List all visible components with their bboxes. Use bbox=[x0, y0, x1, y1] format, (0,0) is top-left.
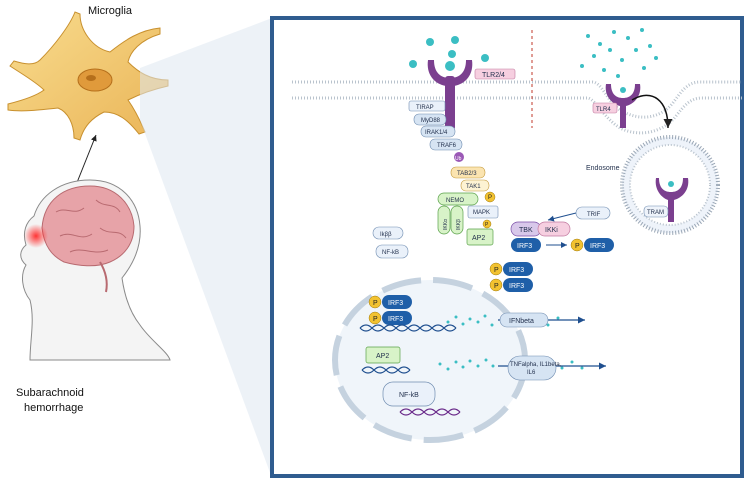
tlr24-label: TLR2/4 bbox=[482, 72, 505, 79]
trif-label: TRIF bbox=[587, 212, 601, 218]
nfkb-box-nucleus bbox=[382, 381, 436, 407]
tbk-label: TBK bbox=[519, 227, 533, 234]
irf3-dimer-2-label: IRF3 bbox=[509, 283, 524, 290]
ap2-label-nucleus: AP2 bbox=[376, 353, 389, 360]
tak1-box bbox=[460, 179, 490, 192]
nfkb-label-nucleus: NF-kB bbox=[399, 392, 419, 399]
ikkb-label: IKKβ bbox=[456, 219, 462, 230]
irf3-dimer-1 bbox=[503, 262, 533, 276]
endosome bbox=[620, 135, 720, 235]
ap2-box-cytoplasm bbox=[466, 228, 494, 246]
ikbb-box bbox=[372, 226, 404, 240]
tnf-label-line2: IL6 bbox=[527, 370, 536, 376]
nfkb-label-cytoplasm: NF-kB bbox=[382, 250, 399, 256]
traf6-label: TRAF6 bbox=[437, 143, 457, 149]
tirap-box bbox=[408, 100, 446, 112]
tlr24-receptor bbox=[427, 60, 473, 130]
tlr24-box bbox=[474, 68, 516, 80]
irf3-nuc-p2 bbox=[368, 311, 382, 325]
tlr4-label: TLR4 bbox=[596, 107, 611, 113]
microglia-cell-icon bbox=[7, 11, 169, 141]
irf3-dimer-1-label: IRF3 bbox=[509, 267, 524, 274]
myd88-box bbox=[413, 113, 447, 126]
tlr4-receptor bbox=[605, 84, 641, 128]
irf3-dimer-p2-label: P bbox=[494, 283, 499, 290]
tlr4-box bbox=[592, 102, 618, 114]
ap2-label-cytoplasm: AP2 bbox=[472, 235, 485, 242]
irf3-nuc-2-label: IRF3 bbox=[388, 316, 403, 323]
sah-label-line2: hemorrhage bbox=[24, 402, 83, 414]
mapk-phospho-label: P bbox=[485, 222, 489, 228]
tak1-phospho bbox=[484, 191, 496, 203]
zoom-cone bbox=[140, 18, 272, 478]
tnf-label-line1: TNFalpha, IL1beta, bbox=[510, 362, 562, 368]
ikki-box bbox=[537, 221, 571, 237]
irf3-label-right: IRF3 bbox=[590, 243, 605, 250]
irf3-nuc-p1 bbox=[368, 295, 382, 309]
ikki-label: IKKi bbox=[545, 227, 558, 234]
tram-box bbox=[643, 205, 669, 218]
irf3-nuc-1 bbox=[382, 295, 412, 309]
dna-strand-ifn bbox=[359, 324, 457, 332]
irf3-box-right bbox=[584, 238, 614, 252]
irf3-dimer-2 bbox=[503, 278, 533, 292]
irf3-phospho-right-label: P bbox=[575, 243, 580, 250]
tnf-box bbox=[507, 355, 557, 381]
nemo-box bbox=[437, 192, 479, 206]
irf3-nuc-1-label: IRF3 bbox=[388, 300, 403, 307]
ikbb-label: Ikββ bbox=[380, 232, 392, 238]
nucleus bbox=[332, 277, 528, 443]
tab23-label: TAB2/3 bbox=[457, 171, 477, 177]
tak1-phospho-label: P bbox=[488, 195, 492, 201]
sah-label-line1: Subarachnoid bbox=[16, 387, 84, 399]
mrna-dots-tnf bbox=[438, 358, 584, 371]
tab23-box bbox=[450, 166, 486, 179]
ikka-label: IKKα bbox=[443, 219, 449, 230]
human-head-icon bbox=[20, 179, 171, 361]
ligands-left bbox=[409, 36, 489, 68]
irf3-nuc-p2-label: P bbox=[373, 316, 378, 323]
mapk-label: MAPK bbox=[473, 210, 490, 216]
ifnbeta-box bbox=[499, 312, 549, 328]
ifnbeta-label: IFNbeta bbox=[509, 318, 534, 325]
endosome-label: Endosome bbox=[586, 165, 620, 172]
tirap-label: TIRAP bbox=[416, 105, 434, 111]
microglia-label: Microglia bbox=[88, 5, 133, 17]
irf3-nuc-2 bbox=[382, 311, 412, 325]
ap2-box-nucleus bbox=[365, 346, 401, 364]
irf3-dimer-p2 bbox=[489, 278, 503, 292]
nemo-label: NEMO bbox=[446, 198, 464, 204]
ub-circle bbox=[454, 152, 464, 162]
irak-box bbox=[420, 125, 456, 138]
irf3-dimer-p1-label: P bbox=[494, 267, 499, 274]
cell-frame bbox=[270, 16, 744, 478]
tak1-label: TAK1 bbox=[466, 184, 481, 190]
irf3-phospho-right bbox=[570, 238, 584, 252]
irf3-label-tbk: IRF3 bbox=[517, 243, 532, 250]
ligands-right bbox=[580, 28, 658, 78]
ikkb-box bbox=[450, 205, 464, 235]
mapk-box bbox=[467, 205, 499, 219]
irak-label: IRAK1/4 bbox=[425, 130, 448, 136]
myd88-label: MyD88 bbox=[421, 118, 441, 124]
dna-strand-tnf bbox=[361, 366, 411, 374]
mapk-phospho bbox=[482, 219, 492, 229]
irf3-dimer-p1 bbox=[489, 262, 503, 276]
irf3-box-tbk bbox=[511, 238, 541, 252]
ub-label: Ub bbox=[455, 156, 462, 162]
irf3-nuc-p1-label: P bbox=[373, 300, 378, 307]
tram-label: TRAM bbox=[647, 210, 664, 216]
trif-to-tbk-arrow bbox=[547, 212, 577, 222]
traf6-box bbox=[429, 138, 463, 151]
nfkb-box-cytoplasm bbox=[375, 244, 409, 259]
ikka-box bbox=[437, 205, 451, 235]
dna-strand-nfkb bbox=[399, 408, 461, 416]
endocytosis-arrow bbox=[631, 94, 673, 129]
